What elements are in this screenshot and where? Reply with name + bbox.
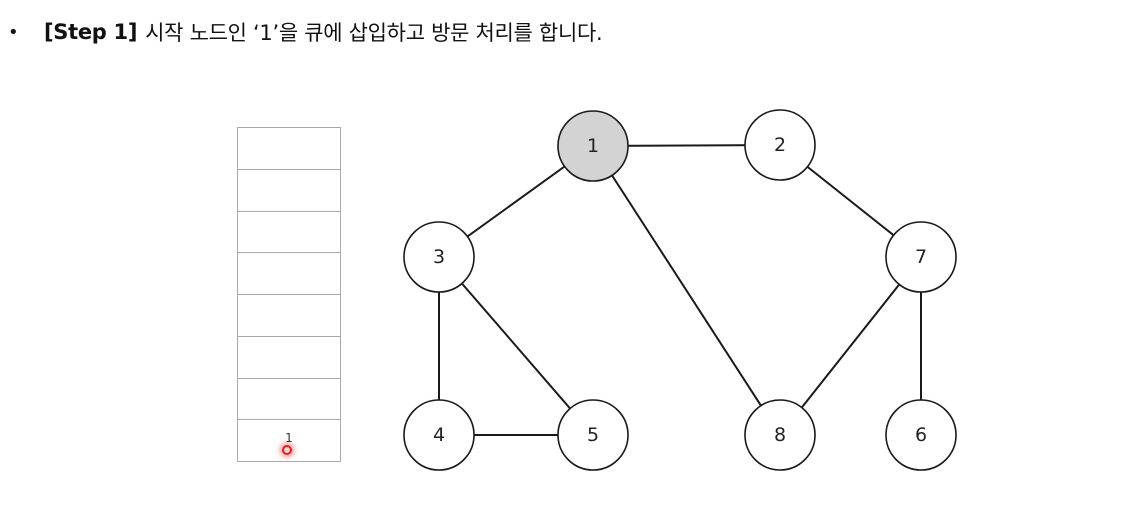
mouse-cursor-indicator (282, 445, 292, 456)
graph-node-6: 6 (885, 399, 957, 471)
queue-cell (237, 168, 341, 212)
queue-cell (237, 335, 341, 379)
node-circle (885, 399, 957, 471)
edge-1-8 (592, 145, 781, 436)
node-label: 8 (774, 424, 786, 446)
node-label: 3 (433, 246, 445, 268)
node-circle (403, 399, 475, 471)
queue-cell (237, 210, 341, 254)
queue-cell (237, 294, 341, 337)
node-circle (744, 109, 816, 181)
node-circle (885, 221, 957, 293)
node-circle (403, 221, 475, 293)
edge-7-8 (779, 256, 922, 436)
graph-node-8: 8 (744, 399, 816, 471)
queue-cell (237, 377, 341, 421)
node-label: 2 (774, 134, 786, 156)
node-label: 6 (915, 424, 927, 446)
node-label: 1 (587, 135, 599, 157)
node-circle (744, 399, 816, 471)
queue-cell: 1 (237, 419, 341, 462)
queue-cell-value: 1 (285, 431, 293, 446)
graph-node-7: 7 (885, 221, 957, 293)
edge-3-5 (438, 256, 594, 436)
node-label: 4 (433, 424, 445, 446)
step-heading: • [Step 1] 시작 노드인 ‘1’을 큐에 삽입하고 방문 처리를 합니… (8, 14, 603, 50)
graph-node-1: 1 (557, 110, 629, 182)
queue: 1 (237, 127, 341, 462)
graph-node-4: 4 (403, 399, 475, 471)
node-circle (557, 110, 629, 182)
node-circle (557, 399, 629, 471)
graph-edges (438, 144, 922, 436)
graph-nodes: 1 2 3 7 4 5 8 6 (403, 109, 957, 471)
step-description: 시작 노드인 ‘1’을 큐에 삽입하고 방문 처리를 합니다. (145, 21, 603, 45)
bullet-point: • (8, 21, 19, 43)
step-label: [Step 1] (44, 20, 138, 44)
node-label: 7 (915, 246, 927, 268)
node-label: 5 (587, 424, 599, 446)
graph-node-5: 5 (557, 399, 629, 471)
graph-node-3: 3 (403, 221, 475, 293)
graph-node-2: 2 (744, 109, 816, 181)
